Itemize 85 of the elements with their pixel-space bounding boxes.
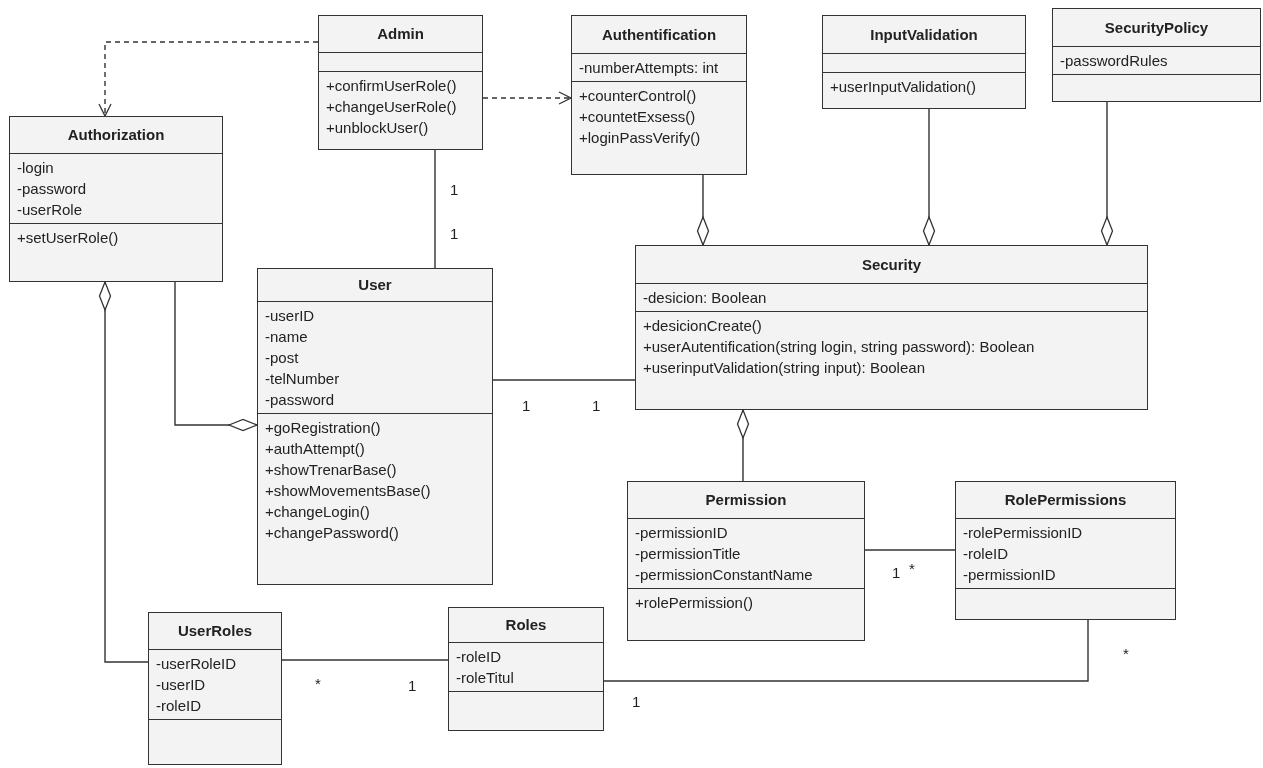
multiplicity-label: *: [909, 561, 915, 577]
attribute-text: -telNumber: [265, 368, 341, 389]
method-text: +showMovementsBase(): [265, 480, 432, 501]
attribute-text: -userID: [156, 674, 207, 695]
aggregation-line: [174, 281, 258, 432]
class-name: SecurityPolicy: [1104, 18, 1209, 36]
association-line: [864, 549, 956, 551]
class-name: Authorization: [67, 126, 165, 144]
attribute-text: -numberAttempts: int: [579, 57, 720, 78]
attribute-text: -userID: [265, 305, 316, 326]
attribute-text: -permissionID: [635, 522, 729, 543]
attribute-text: -roleID: [156, 695, 202, 716]
class-box: [571, 15, 747, 175]
attribute-text: -password: [265, 389, 336, 410]
class-box: [448, 607, 604, 731]
attribute-text: -permissionID: [963, 564, 1057, 585]
method-text: +desicionCreate(): [643, 315, 763, 336]
class-box: [627, 481, 865, 641]
attribute-text: -name: [265, 326, 309, 347]
class-box: [148, 612, 282, 765]
association-line: [281, 659, 449, 661]
multiplicity-label: 1: [408, 678, 417, 694]
multiplicity-label: 1: [522, 398, 531, 414]
class-box: [1052, 8, 1261, 102]
attribute-text: -login: [17, 157, 55, 178]
class-name: Permission: [705, 491, 787, 509]
method-text: +userinputValidation(string input): Boolean: [643, 357, 926, 378]
class-box: [257, 268, 493, 585]
class-box: [9, 116, 223, 282]
class-box: [822, 15, 1026, 109]
dependency-arrow: [98, 41, 319, 117]
multiplicity-label: 1: [632, 694, 641, 710]
multiplicity-label: 1: [592, 398, 601, 414]
method-text: +setUserRole(): [17, 227, 120, 248]
multiplicity-label: 1: [450, 226, 459, 242]
aggregation-line: [98, 281, 149, 663]
attribute-text: -permissionConstantName: [635, 564, 814, 585]
class-name: Authentification: [601, 25, 717, 43]
method-text: +changeUserRole(): [326, 96, 458, 117]
method-text: +userAutentification(string login, string password): Boolean: [643, 336, 1036, 357]
class-name: InputValidation: [870, 25, 978, 43]
method-text: +userInputValidation(): [830, 76, 978, 97]
method-text: +rolePermission(): [635, 592, 754, 613]
aggregation-line: [1100, 101, 1114, 246]
method-text: +goRegistration(): [265, 417, 382, 438]
aggregation-line: [922, 108, 936, 246]
method-text: +unblockUser(): [326, 117, 430, 138]
multiplicity-label: *: [1123, 646, 1129, 662]
method-text: +changePassword(): [265, 522, 400, 543]
method-text: +loginPassVerify(): [579, 127, 702, 148]
method-text: +showTrenarBase(): [265, 459, 398, 480]
class-name: UserRoles: [177, 622, 253, 640]
association-line: [492, 379, 636, 381]
class-name: Security: [861, 255, 922, 273]
aggregation-line: [696, 174, 710, 246]
attribute-text: -userRole: [17, 199, 84, 220]
attribute-text: -passwordRules: [1060, 50, 1169, 71]
aggregation-line: [736, 409, 750, 482]
attribute-text: -post: [265, 347, 300, 368]
attribute-text: -roleID: [456, 646, 502, 667]
attribute-text: -userRoleID: [156, 653, 238, 674]
method-text: +authAttempt(): [265, 438, 366, 459]
attribute-text: -password: [17, 178, 88, 199]
method-text: +countetExsess(): [579, 106, 697, 127]
class-name: Admin: [377, 25, 424, 43]
multiplicity-label: 1: [450, 182, 459, 198]
attribute-text: -roleID: [963, 543, 1009, 564]
multiplicity-label: *: [315, 676, 321, 692]
attribute-text: -rolePermissionID: [963, 522, 1084, 543]
association-line: [603, 619, 1089, 682]
attribute-text: -desicion: Boolean: [643, 287, 768, 308]
attribute-text: -roleTitul: [456, 667, 515, 688]
class-box: [318, 15, 483, 150]
method-text: +changeLogin(): [265, 501, 371, 522]
dependency-arrow: [482, 91, 572, 105]
association-line: [434, 149, 436, 269]
class-name: RolePermissions: [1004, 491, 1127, 509]
method-text: +counterControl(): [579, 85, 698, 106]
class-box: [955, 481, 1176, 620]
multiplicity-label: 1: [892, 565, 901, 581]
class-box: [635, 245, 1148, 410]
class-name: User: [358, 276, 392, 294]
method-text: +confirmUserRole(): [326, 75, 458, 96]
attribute-text: -permissionTitle: [635, 543, 742, 564]
class-name: Roles: [505, 616, 547, 634]
